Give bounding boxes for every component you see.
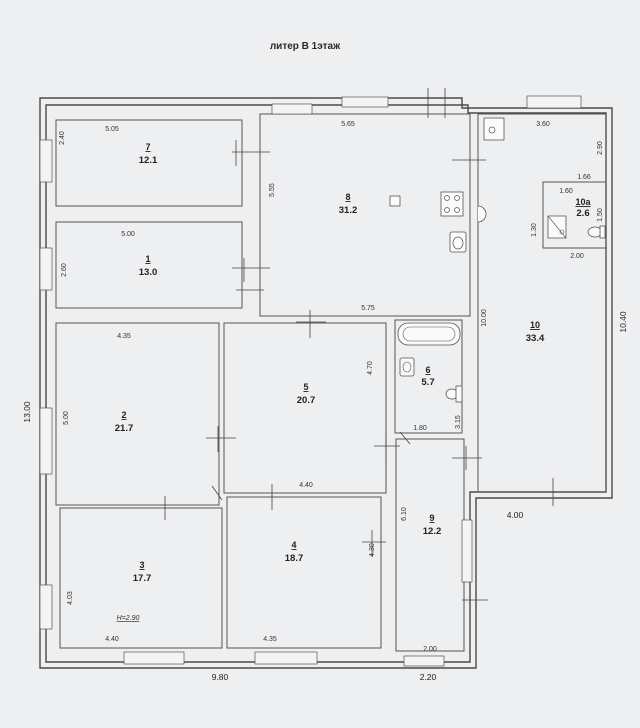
room-8-dim-top: 5.65 (341, 121, 355, 128)
room-10a-dim-bottom: 2.00 (570, 253, 584, 260)
room-3-outline (59, 507, 223, 649)
room-6-dim-width: 1.80 (413, 425, 427, 432)
room-4-outline (226, 496, 382, 649)
room-2-dim-width: 4.35 (117, 333, 131, 340)
room-1-dim-width: 5.00 (121, 231, 135, 238)
sink-icon (449, 231, 467, 253)
room-5-area: 20.7 (297, 395, 316, 406)
overall-dim-right: 10.40 (618, 311, 628, 333)
room-5-number: 5 (303, 382, 308, 392)
room-9-outline (395, 438, 465, 652)
room-1-area: 13.0 (139, 267, 158, 278)
room-10-dim-bottom: 4.00 (507, 510, 524, 520)
sink-icon-room6 (399, 357, 415, 377)
plan-title: литер В 1этаж (270, 41, 341, 52)
room-7-area: 12.1 (139, 155, 158, 166)
room-1-number: 1 (145, 254, 150, 264)
room-8-area: 31.2 (339, 205, 358, 216)
room-10-dim-left: 10.00 (481, 309, 488, 327)
room-10-area: 33.4 (526, 333, 545, 344)
room-8-dim-side: 5.55 (269, 183, 276, 197)
room-10-number: 10 (530, 320, 540, 330)
room-2-number: 2 (121, 410, 126, 420)
room-10-dim-top: 3.60 (536, 121, 550, 128)
room-10a-area: 2.6 (576, 208, 589, 219)
room-10a-dim-inner: 1.60 (559, 188, 573, 195)
outer-walls (39, 97, 613, 669)
toilet-icon-10a (587, 225, 606, 239)
bathtub-icon (397, 322, 461, 346)
room-3-dim-height: 4.03 (67, 591, 74, 605)
room-7-dim-height: 2.40 (59, 131, 66, 145)
room-2-outline (55, 322, 220, 506)
toilet-icon-room6 (445, 385, 463, 403)
room-6-dim-height: 3.15 (455, 415, 462, 429)
overall-dim-bottom-right: 2.20 (420, 672, 437, 682)
overall-dim-bottom-left: 9.80 (212, 672, 229, 682)
room-4-number: 4 (291, 540, 296, 550)
room-3-height-note: H=2.90 (117, 615, 140, 622)
room-8-dim-bottom: 5.75 (361, 305, 375, 312)
room-6-number: 6 (425, 365, 430, 375)
room-8-outline (259, 113, 471, 317)
door-marks (164, 88, 554, 601)
room-10a-outline (542, 181, 607, 249)
room-4-dim-width: 4.35 (263, 636, 277, 643)
overall-dim-left: 13.00 (22, 401, 32, 423)
stove-icon-room10 (483, 117, 505, 141)
room-4-dim-height: 4.30 (369, 543, 376, 557)
room-7-dim-width: 5.05 (105, 126, 119, 133)
room-7-number: 7 (145, 142, 150, 152)
chimney-icon (389, 195, 487, 223)
room-7-outline (55, 119, 243, 207)
room-2-dim-height: 5.00 (63, 411, 70, 425)
room-9-area: 12.2 (423, 526, 442, 537)
room-3-dim-width: 4.40 (105, 636, 119, 643)
room-2-area: 21.7 (115, 423, 134, 434)
room-1-outline (55, 221, 243, 309)
room-10-outline (477, 113, 607, 493)
room-3-number: 3 (139, 560, 144, 570)
room-3-area: 17.7 (133, 573, 152, 584)
room-10a-number: 10a (575, 197, 591, 207)
room-5-dim-width: 4.40 (299, 482, 313, 489)
room-6-outline (394, 319, 463, 434)
room-10a-dim-right: 1.50 (597, 208, 604, 222)
room-10a-dim-left: 1.30 (531, 223, 538, 237)
stove-icon (440, 191, 464, 217)
windows (39, 95, 582, 667)
room-9-number: 9 (429, 513, 434, 523)
room-10-dim-right: 2.90 (597, 141, 604, 155)
room-5-dim-height: 4.70 (367, 361, 374, 375)
room-8-number: 8 (345, 192, 350, 202)
shower-icon (547, 215, 567, 239)
room-4-area: 18.7 (285, 553, 304, 564)
room-6-area: 5.7 (421, 377, 434, 388)
room-9-dim-height: 6.10 (401, 507, 408, 521)
room-9-dim-width: 2.00 (423, 646, 437, 653)
room-1-dim-height: 2.60 (61, 263, 68, 277)
room-10a-dim-top: 1.66 (577, 174, 591, 181)
room-5-outline (223, 322, 387, 494)
